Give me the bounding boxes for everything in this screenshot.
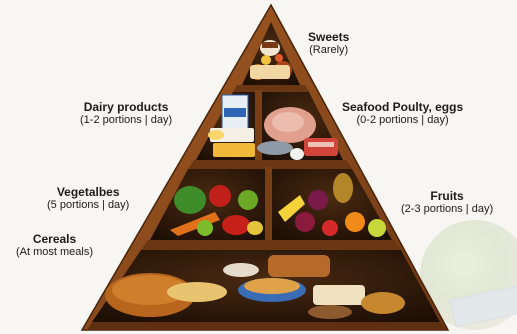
fruits-portion: (2-3 portions | day): [401, 203, 493, 215]
cereals-label: Cereals (At most meals): [16, 233, 93, 259]
dairy-name: Dairy products: [80, 101, 172, 114]
dairy-portion: (1-2 portions | day): [80, 114, 172, 126]
fruits-name: Fruits: [401, 190, 493, 203]
sweets-label: Sweets (Rarely): [308, 31, 349, 57]
vegetables-label: Vegetalbes (5 portions | day): [47, 186, 129, 212]
sweets-portion: (Rarely): [308, 44, 349, 56]
cereals-portion: (At most meals): [16, 246, 93, 258]
tier-vegetables-fruits: [150, 167, 392, 242]
fruits-label: Fruits (2-3 portions | day): [401, 190, 493, 216]
vegetables-name: Vegetalbes: [47, 186, 129, 199]
tier-cereals: [92, 250, 440, 322]
seafood-portion: (0-2 portions | day): [342, 114, 463, 126]
seafood-name: Seafood Poulty, eggs: [342, 101, 463, 114]
dairy-label: Dairy products (1-2 portions | day): [80, 101, 172, 127]
sweets-name: Sweets: [308, 31, 349, 44]
seafood-label: Seafood Poulty, eggs (0-2 portions | day…: [342, 101, 463, 127]
cereals-name: Cereals: [16, 233, 93, 246]
vegetables-portion: (5 portions | day): [47, 199, 129, 211]
